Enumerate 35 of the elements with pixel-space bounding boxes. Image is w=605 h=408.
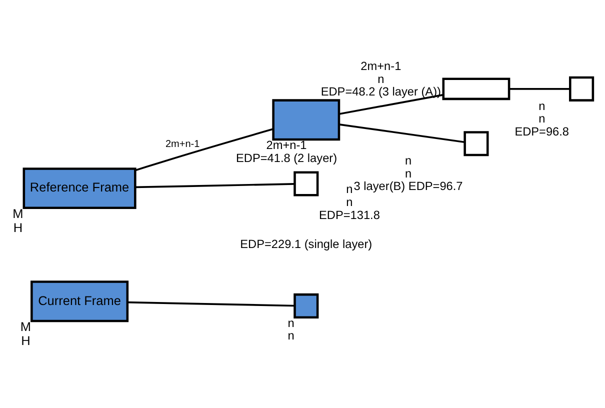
node-label: M [20,318,32,334]
connector [135,182,294,188]
node-box: Reference Frame [22,167,136,209]
connector [509,88,570,90]
edge-label: 2m+n-1 [165,138,200,150]
label: EDP=229.1 (single layer) [240,236,372,250]
node-box [272,98,340,140]
node-label: EDP=131.8 [319,207,380,222]
connector [338,123,465,142]
node-box [569,76,594,101]
connector [135,128,274,171]
node-label: 2m+n-1 [266,138,307,152]
node-box [442,77,510,100]
node-box [294,292,319,318]
node-label: n [378,71,384,86]
node-label: H [21,332,30,348]
node-label: 2m+n-1 [360,58,402,73]
node-label: n [404,153,412,168]
node-label: H [13,219,23,234]
node-label: 3 layer(B) EDP=96.7 [354,178,463,193]
node-label: n [346,194,353,209]
connector [128,300,294,306]
node-box [464,130,489,156]
node-label: n [404,166,412,180]
node-label: EDP=41.8 (2 layer) [236,150,338,164]
node-box [294,170,319,196]
node-label: EDP=96.8 [514,124,570,138]
node-label: M [12,206,24,221]
connector [338,93,444,114]
node-box: Current Frame [30,280,129,322]
node-label: n [346,182,353,196]
node-label: n [538,98,546,112]
node-label: n [288,328,294,342]
node-label: n [538,111,546,126]
node-label: n [288,315,294,330]
